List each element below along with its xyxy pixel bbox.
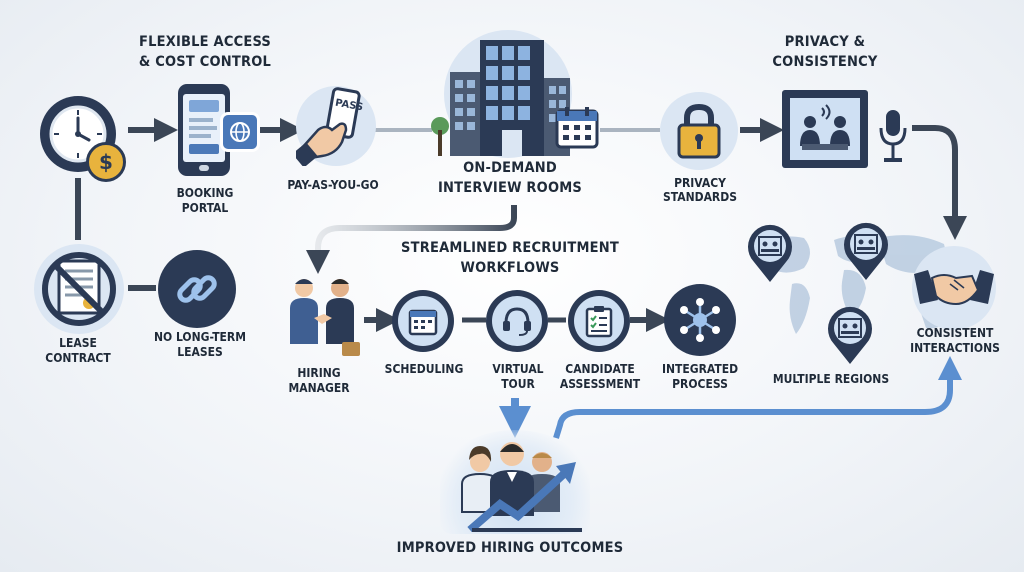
heading-interview-rooms: INTERVIEW ROOMS — [437, 180, 583, 196]
heading-improved-outcomes: IMPROVED HIRING OUTCOMES — [396, 540, 624, 556]
team-growth-icon — [461, 442, 582, 532]
label-candidate: CANDIDATE — [565, 362, 635, 376]
arrow-outcomes-to-consistent — [553, 356, 962, 439]
heading-consistency: CONSISTENCY — [772, 54, 878, 70]
label-leases: LEASES — [177, 345, 223, 359]
integrated-node — [664, 284, 736, 356]
label-integrated: INTEGRATED — [661, 362, 739, 376]
heading-privacy: PRIVACY & — [784, 34, 866, 50]
label-contract: CONTRACT — [45, 351, 111, 365]
label-payg: PAY-AS-YOU-GO — [287, 178, 379, 192]
label-portal: PORTAL — [181, 201, 229, 215]
heading-on-demand: ON-DEMAND — [463, 160, 557, 176]
label-tour: TOUR — [501, 377, 535, 391]
dollar-coin-icon: $ — [86, 142, 126, 182]
checklist-clipboard-icon — [585, 306, 613, 338]
calendar-icon — [555, 107, 599, 149]
label-lease: LEASE — [59, 336, 97, 350]
label-hiring: HIRING — [297, 366, 341, 380]
location-pin-room-icon — [844, 222, 888, 280]
arrow-mic-to-handshake — [912, 125, 967, 240]
scheduling-node — [392, 290, 454, 352]
label-booking: BOOKING — [176, 186, 234, 200]
hand-holding-pass-icon — [296, 87, 361, 166]
label-manager: MANAGER — [288, 381, 350, 395]
lease-node — [34, 244, 124, 334]
chain-link-icon — [177, 275, 217, 303]
network-hub-icon — [680, 298, 720, 342]
handshake-icon — [914, 270, 994, 306]
label-assessment: ASSESSMENT — [559, 377, 641, 391]
label-privacy: PRIVACY — [674, 176, 726, 190]
heading-streamlined: STREAMLINED RECRUITMENT — [401, 240, 619, 256]
crossed-out-contract-icon — [42, 252, 116, 326]
heading-cost-control: & COST CONTROL — [138, 54, 272, 70]
arrow-building-to-workflows — [306, 205, 517, 274]
business-handshake-icon — [290, 279, 360, 356]
padlock-icon — [677, 103, 721, 159]
handshake-node — [912, 246, 996, 330]
link-node — [158, 250, 236, 328]
label-process: PROCESS — [672, 377, 728, 391]
globe-icon — [220, 112, 260, 152]
label-standards: STANDARDS — [663, 190, 737, 204]
label-consistent: CONSISTENT — [916, 326, 994, 340]
interview-booth-icon — [782, 90, 868, 168]
heading-flexible-access: FLEXIBLE ACCESS — [138, 34, 272, 50]
label-interactions: INTERACTIONS — [910, 341, 1000, 355]
label-no-long-term: NO LONG-TERM — [153, 330, 246, 344]
location-pin-room-icon — [828, 306, 872, 364]
microphone-icon — [879, 110, 907, 162]
heading-workflows: WORKFLOWS — [460, 260, 560, 276]
booking-phone-icon — [178, 84, 230, 176]
label-virtual: VIRTUAL — [492, 362, 544, 376]
assessment-node — [568, 290, 630, 352]
payg-node: PASS — [296, 86, 376, 166]
location-pin-room-icon — [748, 224, 792, 282]
virtual-tour-node — [486, 290, 548, 352]
label-multiple-regions: MULTIPLE REGIONS — [772, 372, 890, 386]
scheduling-calendar-icon — [408, 309, 438, 336]
lock-node — [660, 92, 738, 170]
headset-icon — [503, 307, 531, 336]
label-scheduling: SCHEDULING — [384, 362, 464, 376]
